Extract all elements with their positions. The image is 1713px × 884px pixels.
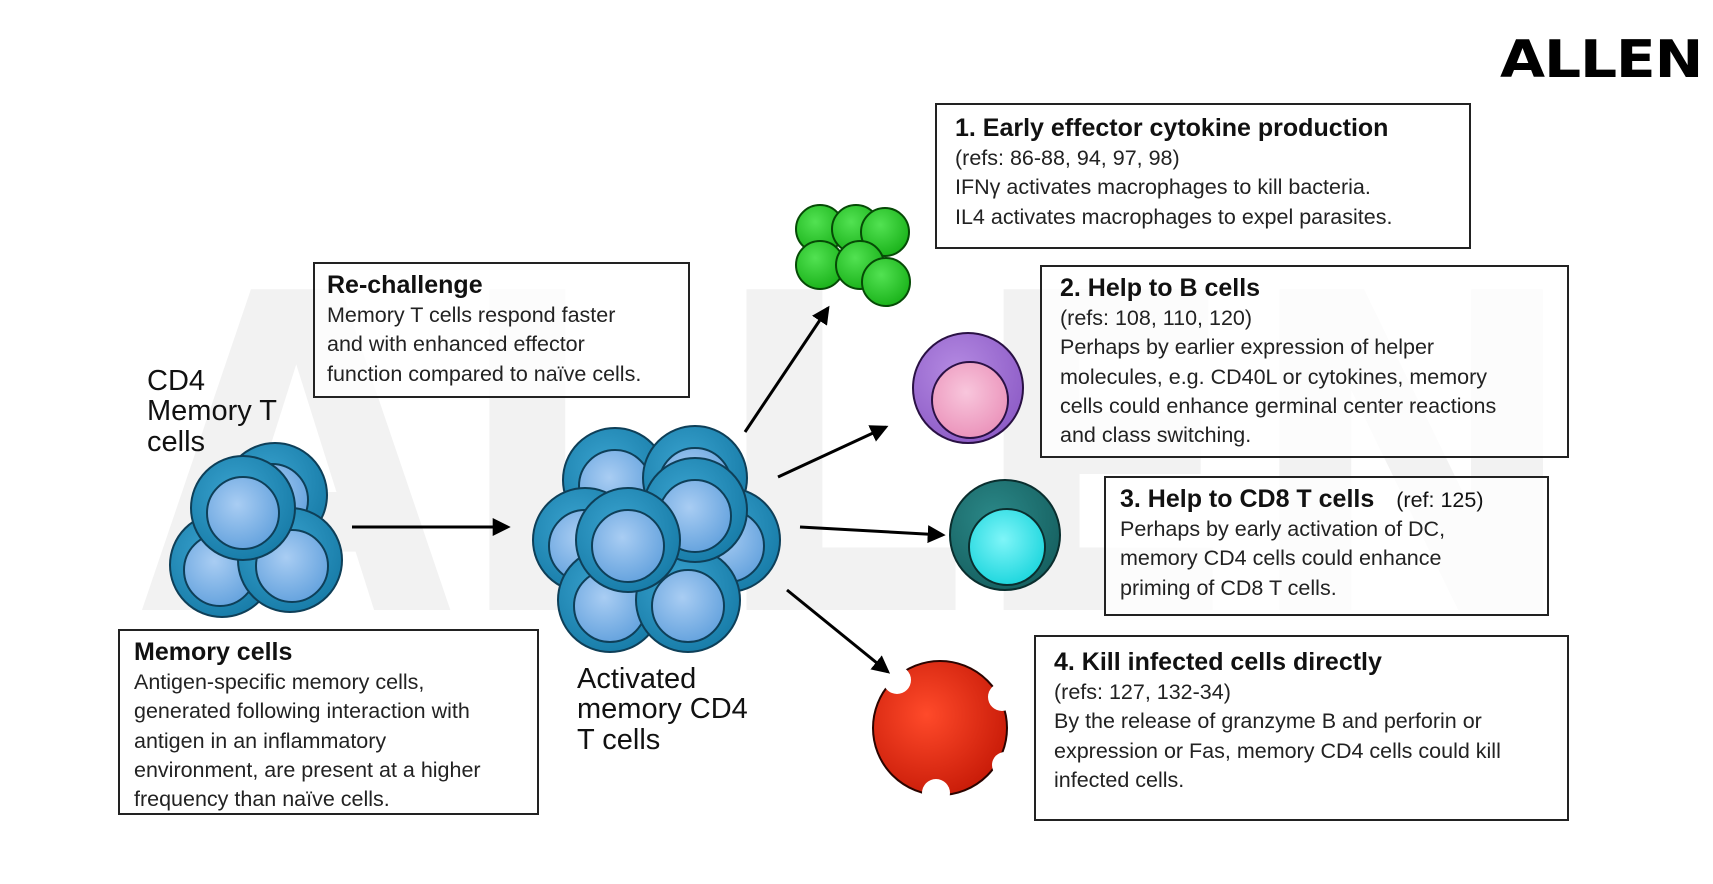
cd4-memory-label: CD4 Memory T cells: [147, 365, 277, 458]
outcome-1-line: IL4 activates macrophages to expel paras…: [955, 204, 1393, 229]
arrow-to-b-cell: [777, 425, 889, 479]
outcome-2-refs: (refs: 108, 110, 120): [1060, 306, 1253, 331]
outcome-3-line: Perhaps by early activation of DC,: [1120, 517, 1446, 542]
memory-cells-line: environment, are present at a higher: [134, 757, 481, 782]
rechallenge-line: function compared to naïve cells.: [327, 361, 642, 386]
allen-logo: ALLEN: [1500, 30, 1703, 90]
memory-cells-line: antigen in an inflammatory: [134, 728, 387, 753]
outcome-2-line: and class switching.: [1060, 423, 1252, 448]
rechallenge-title: Re-challenge: [327, 271, 483, 299]
cd8-t-cell: [949, 479, 1061, 591]
t-cell: [190, 455, 296, 561]
green-cell-cluster: [795, 204, 911, 307]
arrow-to-infected: [786, 588, 891, 674]
outcome-2-title: 2. Help to B cells: [1060, 274, 1261, 302]
memory-cells-line: generated following interaction with: [134, 699, 470, 724]
activated-label: Activated memory CD4 T cells: [577, 663, 748, 756]
arrow-to-cytokine: [743, 305, 830, 433]
memory-cells-box: Memory cells Antigen-specific memory cel…: [118, 629, 539, 815]
outcome-3-box: 3. Help to CD8 T cells (ref: 125) Perhaps…: [1104, 476, 1549, 616]
outcome-3-refs: (ref: 125): [1396, 488, 1484, 512]
memory-cells-title: Memory cells: [134, 638, 293, 666]
outcome-4-title: 4. Kill infected cells directly: [1054, 648, 1382, 676]
green-cell: [861, 257, 911, 307]
outcome-1-line: IFNγ activates macrophages to kill bacte…: [955, 175, 1371, 200]
outcome-3-line: priming of CD8 T cells.: [1120, 575, 1337, 600]
outcome-1-title: 1. Early effector cytokine production: [955, 114, 1389, 142]
activated-cell-cluster: [532, 425, 781, 653]
arrow-to-cd8: [799, 525, 946, 544]
memory-cells-line: Antigen-specific memory cells,: [134, 670, 425, 695]
memory-cells-line: frequency than naïve cells.: [134, 787, 390, 812]
rechallenge-line: Memory T cells respond faster: [327, 303, 616, 328]
outcome-2-line: Perhaps by earlier expression of helper: [1060, 335, 1435, 360]
outcome-4-line: By the release of granzyme B and perfori…: [1054, 709, 1482, 734]
outcome-1-refs: (refs: 86-88, 94, 97, 98): [955, 146, 1180, 171]
b-cell: [912, 332, 1024, 444]
rechallenge-line: and with enhanced effector: [327, 332, 585, 357]
outcome-4-line: expression or Fas, memory CD4 cells coul…: [1054, 738, 1501, 763]
rechallenge-box: Re-challenge Memory T cells respond fast…: [313, 262, 690, 398]
outcome-3-line: memory CD4 cells could enhance: [1120, 546, 1442, 571]
outcome-2-line: cells could enhance germinal center reac…: [1060, 393, 1497, 418]
outcome-3-title: 3. Help to CD8 T cells (ref: 125): [1120, 484, 1533, 515]
memory-t-cell-cluster: [169, 442, 343, 618]
t-cell: [575, 487, 681, 593]
outcome-4-line: infected cells.: [1054, 767, 1185, 792]
outcome-2-line: molecules, e.g. CD40L or cytokines, memo…: [1060, 364, 1487, 389]
outcome-3-title-text: 3. Help to CD8 T cells: [1120, 485, 1375, 513]
outcome-4-box: 4. Kill infected cells directly (refs: 1…: [1034, 635, 1569, 821]
outcome-4-refs: (refs: 127, 132-34): [1054, 680, 1231, 705]
outcome-2-box: 2. Help to B cells (refs: 108, 110, 120)…: [1040, 265, 1569, 458]
outcome-1-box: 1. Early effector cytokine production (r…: [935, 103, 1471, 249]
